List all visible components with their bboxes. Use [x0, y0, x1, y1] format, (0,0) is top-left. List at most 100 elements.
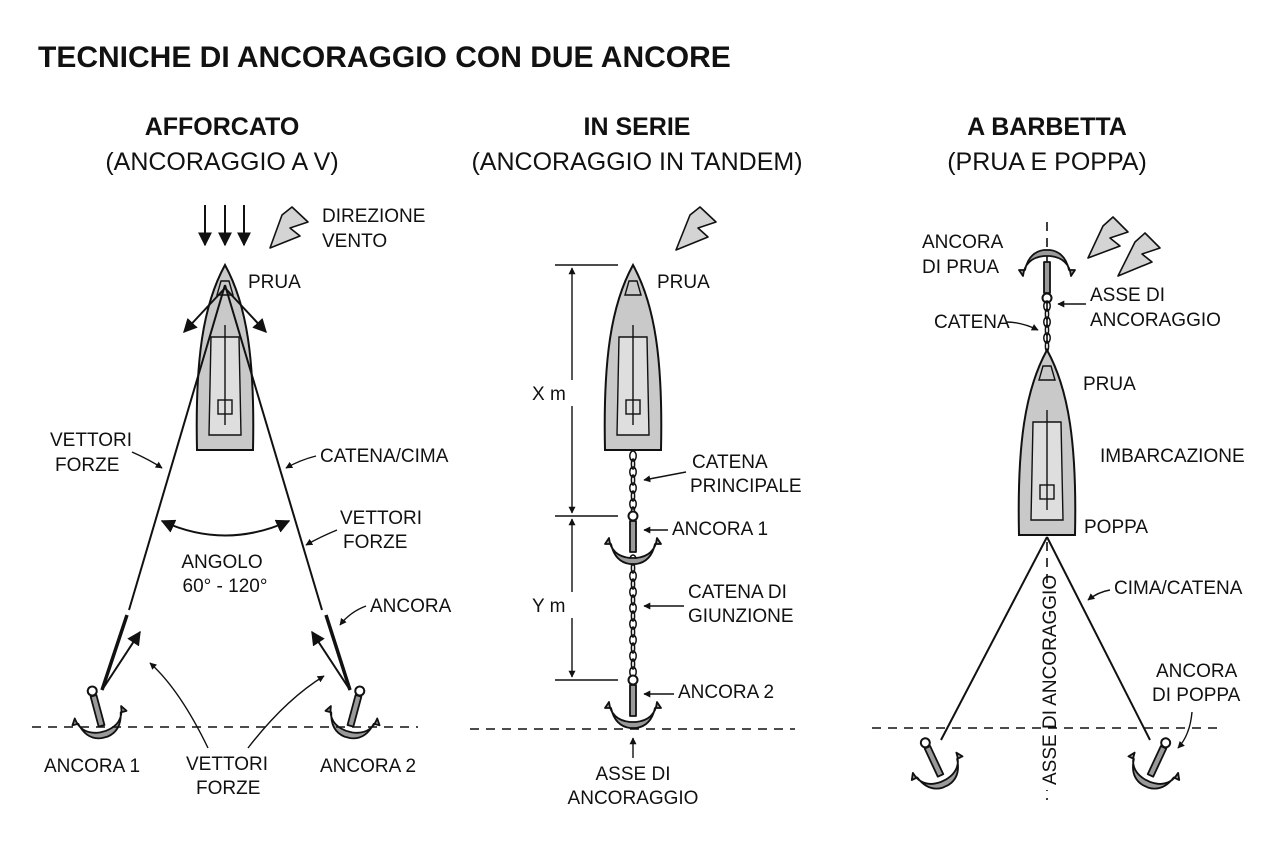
- afforcato-heading: AFFORCATO: [145, 113, 300, 141]
- bow-force-arrow-right: [224, 287, 267, 334]
- chain-link: [629, 570, 637, 582]
- force-vectors-left-leader: [131, 451, 163, 469]
- chain-link: [630, 658, 636, 670]
- joining-chain: [629, 554, 637, 678]
- stern-anchor-leader: [1177, 711, 1193, 749]
- force-vectors-right-label-1: VETTORI: [340, 508, 422, 529]
- vertical-axis-label-bg: [1030, 590, 1064, 790]
- afforcato-subheading: (ANCORAGGIO A V): [105, 148, 338, 176]
- force-vectors-bottom-label-1: VETTORI: [186, 754, 268, 775]
- main-chain-label-1: CATENA: [692, 452, 768, 473]
- stern-anchor-label-1: ANCORA: [1156, 661, 1238, 682]
- anchor-leader: [339, 605, 367, 626]
- chain-link: [630, 458, 636, 470]
- in-serie-axis-label-1: ASSE DI: [596, 764, 671, 785]
- boat-in-serie: [603, 264, 663, 451]
- rode-label: CATENA/CIMA: [320, 446, 449, 467]
- chain-link: [629, 482, 637, 494]
- main-chain: [629, 450, 637, 518]
- barbetta-rode-leader: [1087, 589, 1111, 601]
- chain-link: [1043, 316, 1051, 328]
- dim-y-label: Y m: [532, 596, 565, 617]
- chain-link: [630, 594, 636, 606]
- chain-link: [630, 490, 636, 502]
- rode-leader: [285, 455, 317, 469]
- angle-label-2: 60° - 120°: [183, 576, 268, 597]
- bow-anchor-label-1: ANCORA: [922, 232, 1004, 253]
- a-barbetta-subheading: (PRUA E POPPA): [947, 148, 1147, 176]
- joining-chain-label-2: GIUNZIONE: [688, 606, 794, 627]
- anchor-2-label: ANCORA 2: [320, 756, 416, 777]
- chain-link: [629, 498, 637, 510]
- stern-anchor-label-2: DI POPPA: [1152, 685, 1241, 706]
- tandem-anchor-1-icon: [604, 510, 662, 565]
- chain-link: [1043, 332, 1051, 344]
- dim-x-label: X m: [532, 384, 566, 405]
- in-serie-axis-label-2: ANCORAGGIO: [568, 788, 699, 809]
- chain-link: [1043, 300, 1051, 312]
- chain-right: [324, 614, 352, 691]
- a-barbetta-heading: A BARBETTA: [967, 113, 1127, 141]
- stern-anchor-right-icon: [1119, 725, 1194, 800]
- main-chain-label-2: PRINCIPALE: [690, 476, 802, 497]
- force-vectors-right-leader: [305, 529, 338, 546]
- boat-barbetta: [1017, 349, 1077, 536]
- anchor-1-icon: [63, 678, 133, 746]
- chain-left: [100, 614, 129, 691]
- barbetta-wind-arrow-1: [1087, 216, 1129, 259]
- barbetta-bow-label: PRUA: [1083, 374, 1136, 395]
- panel-in-serie: IN SERIE (ANCORAGGIO IN TANDEM) PRUA X m…: [470, 113, 803, 809]
- diagram-title: TECNICHE DI ANCORAGGIO CON DUE ANCORE: [38, 41, 731, 74]
- in-serie-subheading: (ANCORAGGIO IN TANDEM): [471, 148, 802, 176]
- chain-link: [629, 618, 637, 630]
- chain-link: [630, 610, 636, 622]
- rode-left: [128, 284, 226, 611]
- panel-a-barbetta: A BARBETTA (PRUA E POPPA) ANCORA DI PRUA…: [872, 113, 1245, 800]
- dim-y-bg: [538, 592, 574, 618]
- force-vectors-left-label-1: VETTORI: [50, 430, 132, 451]
- anchor-2-icon: [319, 678, 389, 746]
- in-serie-wind-arrow: [675, 206, 717, 251]
- stern-rode-right: [1046, 536, 1151, 741]
- anchor2-force-arrow: [311, 630, 351, 691]
- chain-link: [629, 586, 637, 598]
- barbetta-axis-label-1: ASSE DI: [1090, 285, 1165, 306]
- chain-link: [629, 602, 637, 614]
- joining-chain-label-1: CATENA DI: [688, 582, 787, 603]
- force-vectors-right-label-2: FORZE: [343, 532, 407, 553]
- chain-link: [630, 626, 636, 638]
- force-vectors-bottom-leader-right: [247, 675, 325, 749]
- vessel-label: IMBARCAZIONE: [1100, 446, 1245, 467]
- stern-anchor-left-icon: [897, 725, 972, 800]
- force-vectors-left-label-2: FORZE: [55, 455, 119, 476]
- stern-label: POPPA: [1084, 517, 1148, 538]
- barbetta-rode-label: CIMA/CATENA: [1114, 578, 1243, 599]
- barbetta-chain-label: CATENA: [934, 312, 1010, 333]
- chain-link: [629, 634, 637, 646]
- bow-force-arrow-left: [183, 287, 226, 334]
- tandem-anchor-2-label: ANCORA 2: [678, 682, 774, 703]
- in-serie-heading: IN SERIE: [584, 113, 691, 141]
- barbetta-chain-leader: [1005, 321, 1039, 331]
- wind-direction-arrow: [269, 206, 309, 249]
- angle-arc: [160, 519, 291, 537]
- afforcato-bow-label: PRUA: [248, 272, 301, 293]
- chain-link: [630, 578, 636, 590]
- angle-label-1: ANGOLO: [181, 552, 262, 573]
- panel-afforcato: AFFORCATO (ANCORAGGIO A V) DIREZIONE VEN…: [32, 113, 452, 799]
- chain-link: [1044, 324, 1050, 336]
- main-chain-leader: [643, 471, 687, 483]
- chain-link: [1044, 308, 1050, 320]
- wind-arrows-black: [198, 205, 251, 247]
- bow-anchor-label-2: DI PRUA: [922, 257, 999, 278]
- chain-link: [630, 642, 636, 654]
- boat-afforcato: [195, 264, 255, 451]
- chain-link: [629, 450, 637, 462]
- chain-link: [630, 474, 636, 486]
- anchor-label: ANCORA: [370, 596, 452, 617]
- barbetta-vertical-axis-label: ASSE DI ANCORAGGIO: [1040, 575, 1061, 785]
- tandem-anchor-1-label: ANCORA 1: [672, 519, 768, 540]
- tandem-anchor-2-icon: [604, 674, 662, 729]
